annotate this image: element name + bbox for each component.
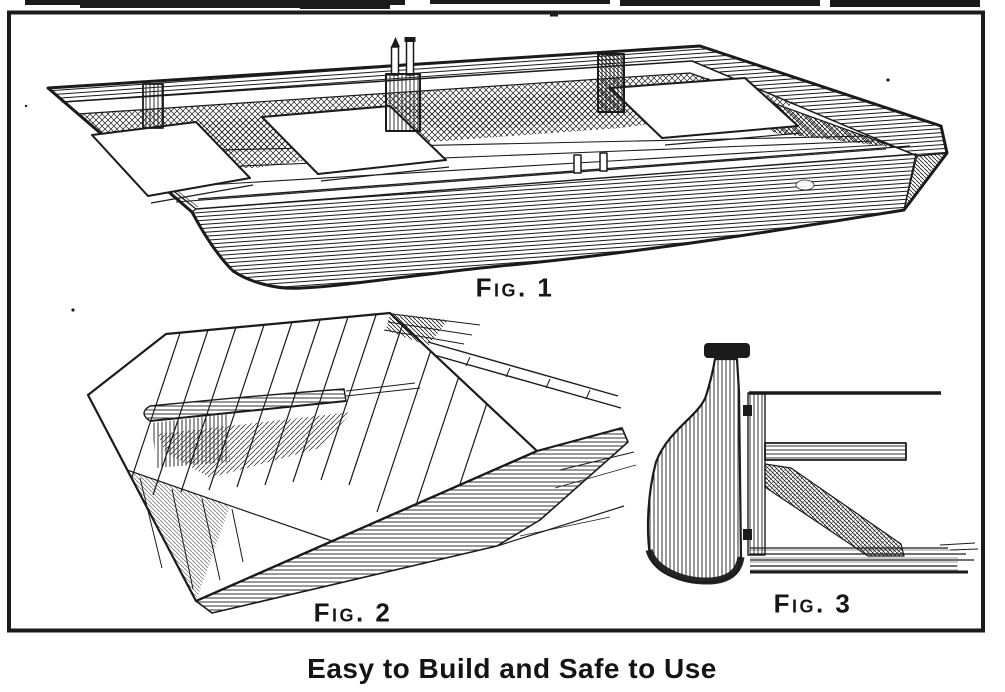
fig1-label: Fig. 1: [475, 272, 555, 303]
fig1-stern-rail-block: [597, 53, 625, 113]
fig2-cleat-strip: [143, 382, 421, 478]
plate-caption: Easy to Build and Safe to Use: [307, 653, 717, 684]
fig1-thole-pins: [573, 152, 608, 174]
border-frame: [7, 10, 985, 633]
fig2-bevel-planks: [139, 477, 244, 590]
fig2-label: Fig. 2: [313, 597, 393, 628]
scan-artifact-top-bar: [24, 0, 980, 312]
fig2-hull-bottom-drawing: [86, 311, 637, 614]
fig3-knee-brace: [764, 463, 905, 557]
fig1-hull-side: [191, 153, 917, 289]
fig1-boat-drawing: [46, 37, 949, 290]
fig3-oar: [645, 343, 750, 585]
fig3-seat-board: [764, 442, 907, 461]
fig3-label: Fig. 3: [773, 588, 853, 619]
fig1-wood-knot: [795, 179, 815, 191]
fig3-oarlock-detail-drawing: [645, 343, 979, 585]
fig3-oar-blade: [646, 357, 743, 584]
fig3-bottom-planks: [750, 542, 979, 574]
fig3-oar-grip: [704, 343, 750, 358]
fig1-bow-rail-block: [142, 83, 164, 129]
fig1-rowlock-block: [385, 37, 421, 132]
